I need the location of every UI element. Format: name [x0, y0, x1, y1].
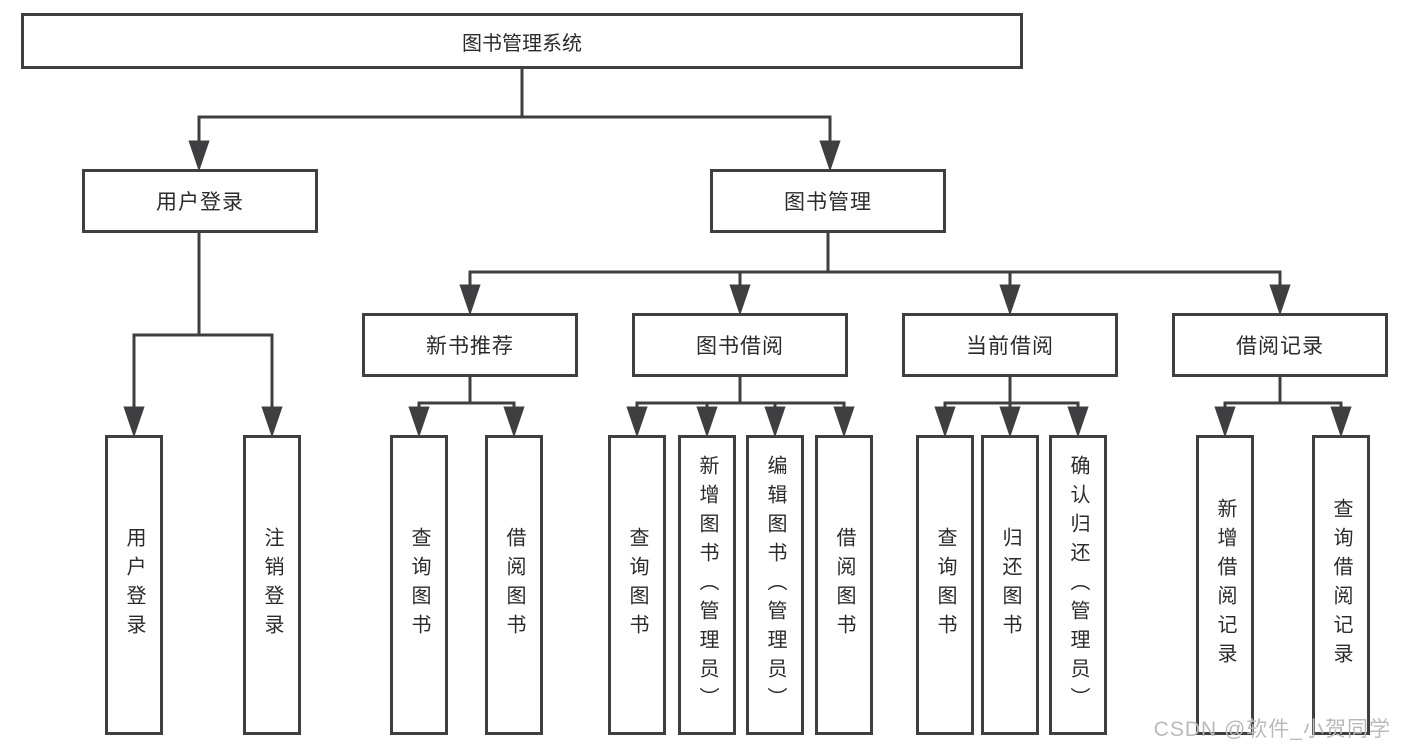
arrowhead-icon [1269, 284, 1291, 316]
leaf-bb-borrow-books-label: 借阅图书 [833, 527, 855, 643]
leaf-nbr-borrow-books: 借阅图书 [485, 435, 543, 735]
leaf-nbr-borrow-books-label: 借阅图书 [503, 527, 525, 643]
arrowhead-icon [1330, 406, 1352, 438]
leaf-logout-label: 注销登录 [261, 527, 283, 643]
leaf-cb-return-books: 归还图书 [981, 435, 1039, 735]
arrowhead-icon [999, 284, 1021, 316]
arrowhead-icon [123, 406, 145, 438]
arrowhead-icon [934, 406, 956, 438]
node-root: 图书管理系统 [21, 13, 1023, 69]
node-book-borrow-label: 图书借阅 [696, 335, 784, 358]
node-new-book-recommend-label: 新书推荐 [426, 335, 514, 358]
node-root-label: 图书管理系统 [462, 32, 582, 55]
arrowhead-icon [696, 406, 718, 438]
leaf-bb-edit-books-admin: 编辑图书（管理员） [746, 435, 804, 735]
leaf-user-login: 用户登录 [105, 435, 163, 735]
leaf-nbr-query-books: 查询图书 [390, 435, 448, 735]
leaf-cb-confirm-return-admin: 确认归还（管理员） [1049, 435, 1107, 735]
node-book-management-label: 图书管理 [784, 191, 872, 214]
leaf-nbr-query-books-label: 查询图书 [408, 527, 430, 643]
arrowhead-icon [188, 140, 210, 172]
leaf-bb-edit-books-admin-label: 编辑图书（管理员） [764, 454, 786, 716]
arrowhead-icon [503, 406, 525, 438]
leaf-br-query-record: 查询借阅记录 [1312, 435, 1370, 735]
node-user-login-label: 用户登录 [156, 191, 244, 214]
arrowhead-icon [833, 406, 855, 438]
leaf-bb-query-books-label: 查询图书 [626, 527, 648, 643]
leaf-bb-borrow-books: 借阅图书 [815, 435, 873, 735]
watermark: CSDN @软件_小贺同学 [1153, 718, 1391, 741]
leaf-bb-query-books: 查询图书 [608, 435, 666, 735]
leaf-cb-return-books-label: 归还图书 [999, 527, 1021, 643]
leaf-cb-query-books: 查询图书 [916, 435, 974, 735]
node-new-book-recommend: 新书推荐 [362, 313, 578, 377]
arrowhead-icon [764, 406, 786, 438]
node-borrow-records-label: 借阅记录 [1236, 335, 1324, 358]
arrowhead-icon [729, 284, 751, 316]
node-borrow-records: 借阅记录 [1172, 313, 1388, 377]
arrowhead-icon [1067, 406, 1089, 438]
leaf-logout: 注销登录 [243, 435, 301, 735]
node-book-management: 图书管理 [710, 169, 946, 233]
leaf-br-add-record: 新增借阅记录 [1196, 435, 1254, 735]
arrowhead-icon [408, 406, 430, 438]
leaf-cb-query-books-label: 查询图书 [934, 527, 956, 643]
leaf-cb-confirm-return-admin-label: 确认归还（管理员） [1067, 454, 1089, 716]
arrowhead-icon [261, 406, 283, 438]
node-book-borrow: 图书借阅 [632, 313, 848, 377]
node-user-login: 用户登录 [82, 169, 318, 233]
leaf-bb-add-books-admin: 新增图书（管理员） [678, 435, 736, 735]
node-current-borrow: 当前借阅 [902, 313, 1118, 377]
node-current-borrow-label: 当前借阅 [966, 335, 1054, 358]
arrowhead-icon [459, 284, 481, 316]
leaf-br-add-record-label: 新增借阅记录 [1214, 498, 1236, 672]
leaf-bb-add-books-admin-label: 新增图书（管理员） [696, 454, 718, 716]
arrowhead-icon [1214, 406, 1236, 438]
leaf-br-query-record-label: 查询借阅记录 [1330, 498, 1352, 672]
leaf-user-login-label: 用户登录 [123, 527, 145, 643]
arrowhead-icon [626, 406, 648, 438]
arrowhead-icon [999, 406, 1021, 438]
arrowhead-icon [819, 140, 841, 172]
